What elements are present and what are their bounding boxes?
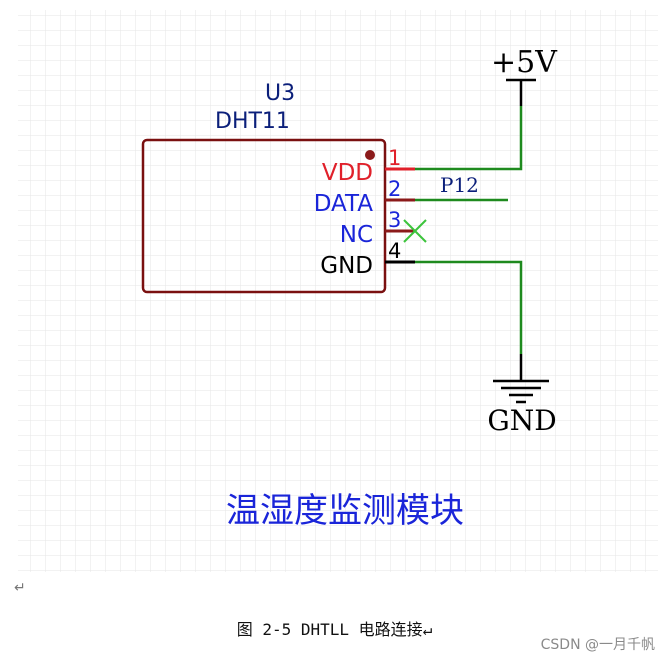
component-body bbox=[141, 138, 387, 294]
pin-number-4: 4 bbox=[388, 239, 401, 263]
pin-name-vdd: VDD bbox=[322, 160, 373, 186]
module-title: 温湿度监测模块 bbox=[226, 491, 464, 531]
net-label-p12: P12 bbox=[440, 173, 479, 197]
pin-number-2: 2 bbox=[388, 177, 401, 201]
paragraph-mark: ↵ bbox=[14, 580, 26, 596]
component-part-name: DHT11 bbox=[215, 109, 290, 134]
power-symbol-5v bbox=[506, 78, 536, 106]
pin-number-1: 1 bbox=[388, 146, 401, 170]
csdn-watermark: CSDN @一月千帆 bbox=[540, 637, 655, 653]
wire-vdd-to-5v bbox=[415, 106, 523, 171]
pin-number-3: 3 bbox=[388, 208, 401, 232]
pin1-indicator-dot bbox=[365, 150, 375, 160]
no-connect-marker bbox=[403, 219, 427, 243]
pin-name-gnd: GND bbox=[320, 253, 373, 279]
figure-caption: 图 2-5 DHTLL 电路连接↵ bbox=[236, 620, 433, 639]
component-designator: U3 bbox=[265, 81, 295, 106]
wire-gnd-to-ground bbox=[415, 260, 523, 354]
power-label-5v: +5V bbox=[491, 45, 558, 80]
pin-name-data: DATA bbox=[314, 191, 374, 217]
pin-name-nc: NC bbox=[340, 222, 373, 248]
ground-label: GND bbox=[487, 404, 556, 437]
ground-symbol bbox=[493, 354, 549, 404]
